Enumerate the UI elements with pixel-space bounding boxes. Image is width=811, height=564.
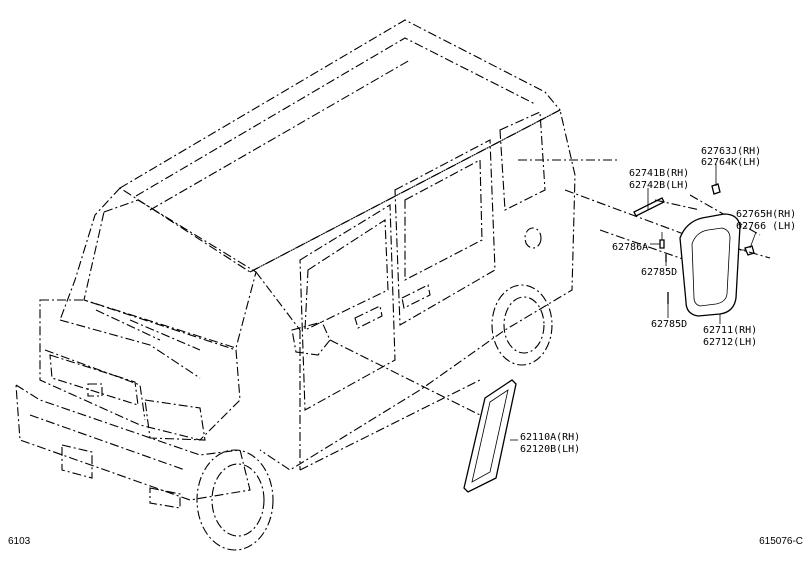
part-62765h-clip bbox=[740, 245, 755, 256]
label-62712: 62712(LH) bbox=[703, 337, 757, 348]
label-62766: 62766 (LH) bbox=[736, 221, 796, 232]
label-62711: 62711(RH) bbox=[703, 325, 757, 336]
label-62110a: 62110A(RH) bbox=[520, 432, 580, 443]
label-62741b: 62741B(RH) bbox=[629, 168, 689, 179]
part-62786a-fastener bbox=[659, 232, 665, 249]
part-62711-quarter-window bbox=[679, 213, 741, 317]
page-code: 6103 bbox=[8, 536, 31, 547]
label-62764k: 62764K(LH) bbox=[701, 157, 761, 168]
part-62741b-moulding bbox=[633, 197, 665, 217]
part-labels: 62763J(RH) 62764K(LH) 62741B(RH) 62742B(… bbox=[520, 146, 796, 455]
label-62786a: 62786A bbox=[612, 242, 648, 253]
label-62785d-lower: 62785D bbox=[651, 319, 687, 330]
label-62763j: 62763J(RH) bbox=[701, 146, 761, 157]
label-62742b: 62742B(LH) bbox=[629, 180, 689, 191]
callout-lines bbox=[510, 164, 757, 441]
label-62120b: 62120B(LH) bbox=[520, 444, 580, 455]
figure-code: 615076-C bbox=[759, 536, 803, 547]
vehicle-outline bbox=[15, 19, 576, 551]
part-62110a-garnish bbox=[463, 379, 517, 493]
label-62785d-upper: 62785D bbox=[641, 267, 677, 278]
label-62765h: 62765H(RH) bbox=[736, 209, 796, 220]
